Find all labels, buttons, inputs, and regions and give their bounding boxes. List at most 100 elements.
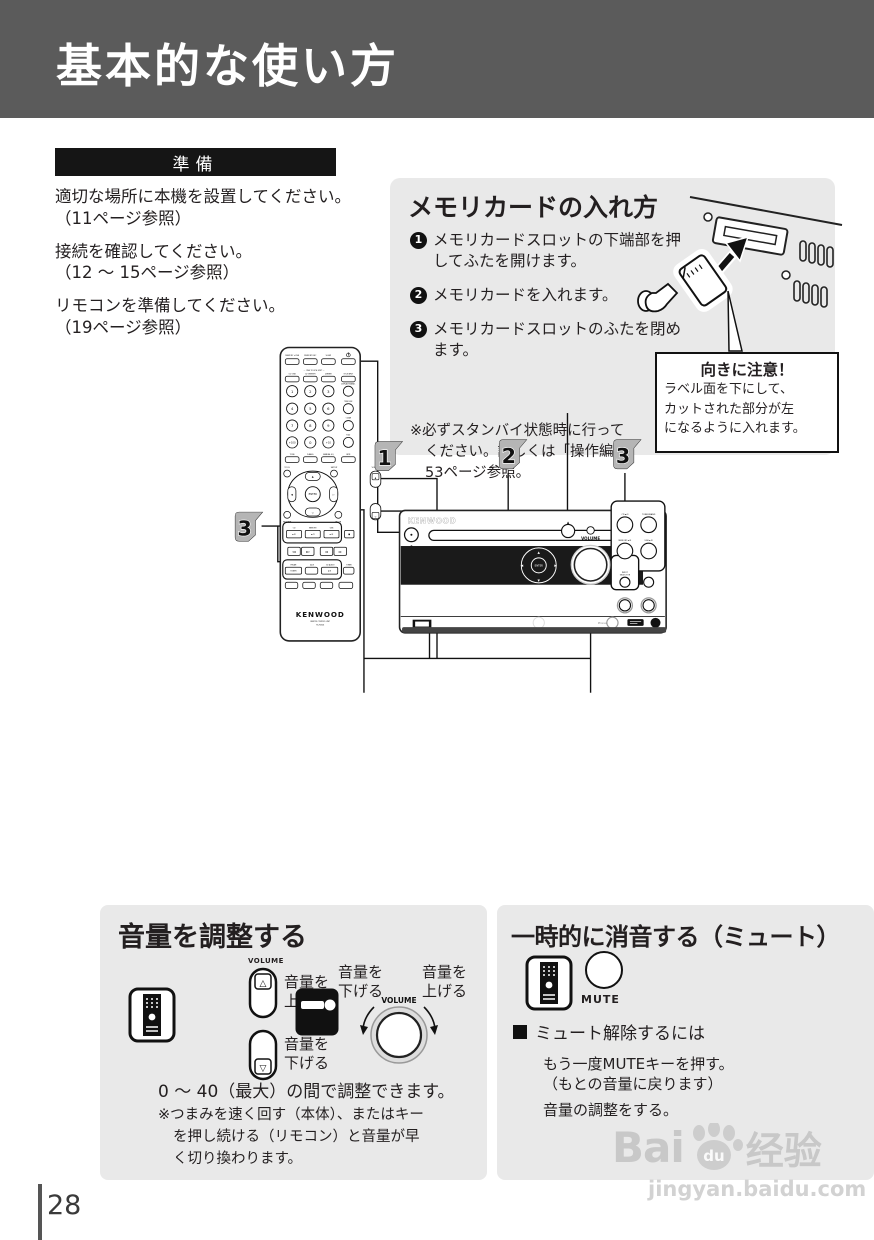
callout-flag-1: 1 bbox=[374, 441, 404, 471]
rocker-up-icon: ▲ bbox=[375, 476, 377, 479]
caution-title: 向きに注意！ bbox=[700, 361, 794, 379]
prep-text: 適切な場所に本機を設置してください。 bbox=[55, 187, 352, 206]
volume-note: ※つまみを速く回す（本体）、またはキー を押し続ける（リモコン）と音量が早 く切… bbox=[158, 1105, 424, 1170]
unit-icon bbox=[295, 988, 339, 1036]
svg-text:►/II: ►/II bbox=[311, 533, 315, 536]
hand-icon bbox=[637, 282, 679, 313]
caution-leader bbox=[727, 290, 743, 352]
caution-line: ラベル面を下にして、 bbox=[664, 382, 793, 397]
card-insert-illustration bbox=[637, 196, 843, 352]
svg-text:►/II: ►/II bbox=[292, 533, 296, 536]
watermark-cn: 经验 bbox=[745, 1129, 822, 1173]
memory-card-title: メモリカードの入れ方 bbox=[408, 193, 659, 222]
one-touch-labels: CD→USB CD→MEMORY DIMMER TITLE INPUT bbox=[289, 373, 354, 375]
note-line: を押し続ける（リモコン）と音量が早 bbox=[173, 1128, 420, 1145]
setup-label: SETUP bbox=[331, 467, 338, 469]
svg-text:3: 3 bbox=[616, 444, 630, 468]
callout-flag-2: 2 bbox=[498, 439, 528, 470]
svg-text:MEMORY: MEMORY bbox=[309, 528, 318, 530]
svg-text:D-BASS: D-BASS bbox=[307, 453, 313, 456]
page-number-bar bbox=[38, 1184, 42, 1240]
svg-text:2: 2 bbox=[502, 444, 516, 468]
device-diagram: MEMORY +USB MEMORY REC SLEEP — ONE TOUCH… bbox=[234, 346, 667, 693]
svg-text:CLEAR: CLEAR bbox=[346, 417, 352, 420]
svg-text:CD→USB: CD→USB bbox=[289, 373, 296, 375]
volume-knob bbox=[570, 544, 611, 585]
caution-line: になるように入れます。 bbox=[664, 421, 806, 436]
prep-ref: （19ページ参照） bbox=[55, 317, 192, 337]
step-text: メモリカードを入れます。 bbox=[433, 285, 618, 304]
svg-text:DISPLAY/CHARAC.: DISPLAY/CHARAC. bbox=[341, 382, 356, 385]
svg-text:TIME DISP.: TIME DISP. bbox=[344, 401, 353, 403]
enter-button bbox=[304, 486, 321, 503]
prep-item: リモコンを準備してください。 （19ページ参照） bbox=[55, 295, 385, 339]
badge-lines bbox=[629, 621, 642, 624]
svg-text:AUX: AUX bbox=[310, 563, 314, 566]
svg-text:8: 8 bbox=[309, 424, 312, 428]
svg-text:4: 4 bbox=[291, 407, 294, 411]
nav-petals bbox=[287, 471, 339, 517]
black-square-bullet bbox=[513, 1024, 527, 1039]
small-knob bbox=[650, 617, 661, 628]
remote-unit-line: REMOTE CONTROL UNIT bbox=[310, 621, 330, 623]
svg-text:FM/AM: FM/AM bbox=[291, 563, 297, 566]
lower-buttons bbox=[616, 597, 657, 614]
caution-callout: 向きに注意！ ラベル面を下にして、 カットされた部分が左 になるように入れます。 bbox=[655, 352, 839, 453]
knob-volume-caption: VOLUME bbox=[381, 996, 416, 1005]
remote-icon bbox=[128, 987, 176, 1043]
memory-card-icon bbox=[673, 248, 733, 312]
disc-slot bbox=[428, 529, 641, 542]
svg-text:◀: ◀ bbox=[521, 564, 524, 568]
mute-button bbox=[334, 510, 343, 519]
watermark: Bai du 经验 jingyan.baidu.com bbox=[612, 1120, 872, 1201]
svg-text:TUNER/BAND: TUNER/BAND bbox=[642, 513, 656, 516]
eq-labels: TONE D-BASS MANUAL EQ BPM bbox=[290, 453, 351, 456]
watermark-logo: Bai du 经验 bbox=[612, 1120, 872, 1175]
svg-text:DIMMER: DIMMER bbox=[325, 373, 333, 375]
svg-text:+10: +10 bbox=[326, 441, 332, 445]
vent-slats bbox=[793, 240, 834, 308]
source-group-outline bbox=[282, 521, 343, 544]
svg-text:USB ►/II: USB ►/II bbox=[645, 539, 653, 542]
phones-label: Phones bbox=[598, 621, 608, 625]
svg-text:2: 2 bbox=[309, 390, 311, 394]
svg-text:▷: ▷ bbox=[333, 493, 335, 496]
unit-right-panel: CD ►/II TUNER/BAND MEMORY ►/II USB ►/II … bbox=[610, 500, 666, 614]
svg-text:6: 6 bbox=[327, 407, 330, 411]
mute-instruction: 音量の調整をする。 bbox=[543, 1101, 679, 1119]
digit-keys bbox=[286, 385, 335, 449]
svg-text:+100: +100 bbox=[289, 441, 296, 445]
svg-text:CD→MEMORY: CD→MEMORY bbox=[305, 373, 316, 375]
tool-button bbox=[283, 469, 291, 478]
volume-range-text: 0 ～ 40（最大）の間で調整できます。 bbox=[158, 1082, 455, 1102]
step-number-badge: 2 bbox=[410, 286, 427, 304]
one-touch-buttons bbox=[284, 375, 356, 383]
svg-text:◀◀: ◀◀ bbox=[325, 550, 328, 553]
svg-text:▶: ▶ bbox=[554, 564, 557, 568]
preparation-section-bar: 準備 bbox=[55, 148, 336, 176]
eq-buttons bbox=[284, 456, 356, 463]
svg-text:CD ►/II: CD ►/II bbox=[621, 513, 628, 516]
source-buttons bbox=[286, 530, 355, 539]
setup-button bbox=[330, 469, 338, 478]
preparation-list: 適切な場所に本機を設置してください。 （11ページ参照） 接続を確認してください… bbox=[55, 186, 385, 350]
callout-flags: 1 2 3 3 bbox=[234, 439, 642, 542]
callout-flag-3-remote: 3 bbox=[234, 511, 264, 542]
tuner-group-buttons bbox=[284, 566, 355, 575]
svg-text:▼: ▼ bbox=[538, 579, 541, 583]
rec-button bbox=[586, 526, 595, 535]
svg-text:▽: ▽ bbox=[260, 1064, 267, 1074]
watermark-bai: Bai bbox=[612, 1123, 685, 1172]
transport-glyphs: I◀◀ ▶▶I ◀◀ ▶▶ bbox=[292, 550, 342, 553]
volume-down-key-icon: ▽ bbox=[248, 1029, 278, 1081]
svg-text:SLEEP: SLEEP bbox=[326, 355, 332, 357]
usb-port-inner bbox=[415, 621, 429, 627]
svg-text:▶▶I: ▶▶I bbox=[306, 550, 310, 553]
side-keys bbox=[342, 385, 354, 448]
svg-text:BPM: BPM bbox=[346, 454, 350, 456]
svg-text:CD AUDIO: CD AUDIO bbox=[326, 563, 335, 566]
tuner-group-outline bbox=[282, 559, 343, 580]
svg-text:TITLE INPUT: TITLE INPUT bbox=[344, 373, 354, 375]
rocker-down-icon: ▽ bbox=[375, 515, 377, 518]
remote-model: RC-F0506 bbox=[316, 624, 324, 626]
